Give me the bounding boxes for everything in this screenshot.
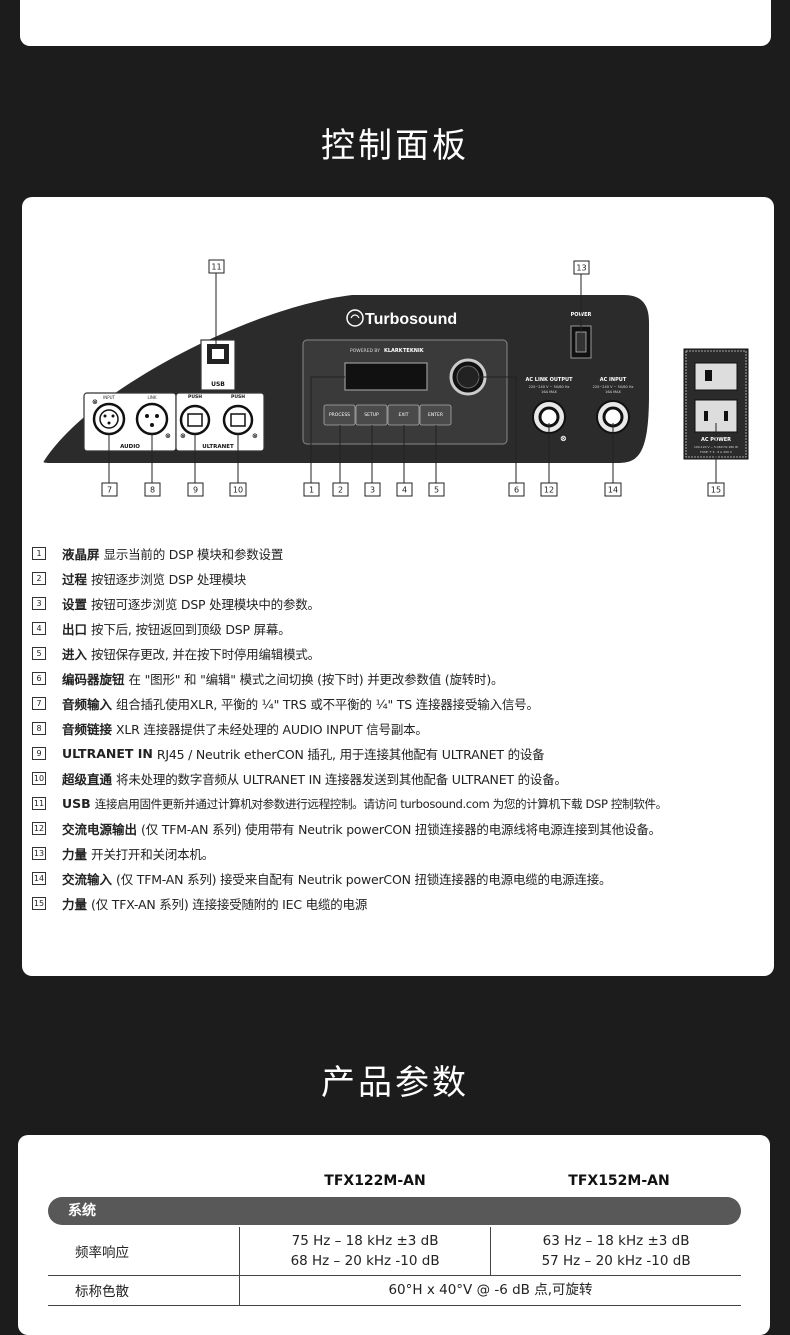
svg-text:16A MAX: 16A MAX [605, 390, 621, 394]
enter-button: ENTER [419, 404, 452, 426]
spec-label: 标称色散 [48, 1275, 240, 1306]
callout-14: 14 [604, 482, 622, 497]
spec-value-shared: 60°H x 40°V @ -6 dB 点,可旋转 [239, 1275, 741, 1306]
svg-text:10: 10 [233, 486, 243, 495]
svg-text:220~240 V ~ 50/60 Hz: 220~240 V ~ 50/60 Hz [593, 385, 634, 389]
svg-text:8: 8 [150, 486, 155, 495]
svg-text:LINK: LINK [147, 395, 156, 400]
svg-text:PUSH: PUSH [231, 394, 245, 400]
svg-text:13: 13 [576, 264, 586, 273]
callout-8: 8 [144, 482, 161, 497]
svg-text:⊗: ⊗ [252, 432, 258, 440]
svg-text:PUSH: PUSH [188, 394, 202, 400]
section-title-specs: 产品参数 [321, 1063, 469, 1103]
svg-text:9: 9 [193, 486, 198, 495]
svg-text:⊗: ⊗ [560, 434, 567, 443]
specs-card: TFX122M-AN TFX152M-AN 系统 频率响应 75 Hz – 18… [18, 1135, 770, 1335]
model-header-tfx122m: TFX122M-AN [324, 1173, 426, 1189]
svg-text:AC INPUT: AC INPUT [600, 377, 627, 383]
control-panel-diagram: Turbosound POWERED BY KLARK TEKNIK PROCE… [43, 259, 749, 497]
svg-text:SETUP: SETUP [364, 412, 379, 418]
svg-text:TEKNIK: TEKNIK [403, 348, 425, 354]
svg-text:6: 6 [514, 486, 519, 495]
svg-text:11: 11 [211, 263, 221, 272]
audio-link-jack [135, 402, 169, 436]
setup-button: SETUP [355, 404, 388, 426]
svg-text:INPUT: INPUT [103, 395, 116, 400]
section-title-control-panel: 控制面板 [321, 126, 469, 166]
exit-button: EXIT [387, 404, 420, 426]
svg-text:2: 2 [338, 486, 343, 495]
svg-text:ULTRANET: ULTRANET [202, 444, 234, 450]
callout-7: 7 [101, 482, 118, 497]
svg-text:220~240 V ~ 50/60 Hz: 220~240 V ~ 50/60 Hz [529, 385, 570, 389]
callout-4: 4 [396, 482, 413, 497]
control-panel-card: Turbosound POWERED BY KLARK TEKNIK PROCE… [22, 197, 774, 976]
svg-text:15: 15 [711, 486, 721, 495]
callout-13: 13 [573, 260, 590, 275]
callout-12: 12 [540, 482, 558, 497]
callout-2: 2 [332, 482, 349, 497]
callout-9: 9 [187, 482, 204, 497]
previous-section-card [20, 0, 771, 46]
callout-10: 10 [229, 482, 247, 497]
callout-1: 1 [303, 482, 320, 497]
lcd-screen [344, 362, 428, 391]
svg-text:KLARK: KLARK [384, 348, 404, 354]
spec-group-system: 系统 [48, 1197, 741, 1225]
svg-text:AC LINK OUTPUT: AC LINK OUTPUT [526, 377, 574, 383]
callout-lines [108, 273, 717, 483]
svg-text:4: 4 [402, 486, 407, 495]
callout-5: 5 [428, 482, 445, 497]
svg-text:⊗: ⊗ [92, 398, 98, 406]
svg-text:⊗: ⊗ [180, 432, 186, 440]
svg-text:USB: USB [211, 381, 225, 388]
callout-15: 15 [707, 482, 725, 497]
svg-text:5: 5 [434, 486, 439, 495]
spec-label: 频率响应 [48, 1227, 240, 1276]
process-button: PROCESS [323, 404, 356, 426]
svg-text:12: 12 [544, 486, 554, 495]
model-header-tfx152m: TFX152M-AN [568, 1173, 670, 1189]
callout-6: 6 [508, 482, 525, 497]
svg-text:1: 1 [309, 486, 314, 495]
svg-text:POWERED BY: POWERED BY [350, 348, 380, 354]
svg-text:14: 14 [608, 486, 618, 495]
svg-text:16A MAX: 16A MAX [541, 390, 557, 394]
table-row: 标称色散 60°H x 40°V @ -6 dB 点,可旋转 [48, 1275, 741, 1306]
svg-text:ENTER: ENTER [428, 412, 443, 418]
brand-name: Turbosound [365, 311, 457, 328]
svg-text:PROCESS: PROCESS [329, 412, 350, 418]
callout-11: 11 [208, 259, 225, 274]
svg-text:⊗: ⊗ [165, 432, 171, 440]
svg-text:7: 7 [107, 486, 112, 495]
callout-3: 3 [364, 482, 381, 497]
brand-logo-icon [346, 309, 364, 327]
svg-text:EXIT: EXIT [398, 412, 408, 418]
svg-text:3: 3 [370, 486, 375, 495]
svg-text:AUDIO: AUDIO [120, 444, 140, 450]
